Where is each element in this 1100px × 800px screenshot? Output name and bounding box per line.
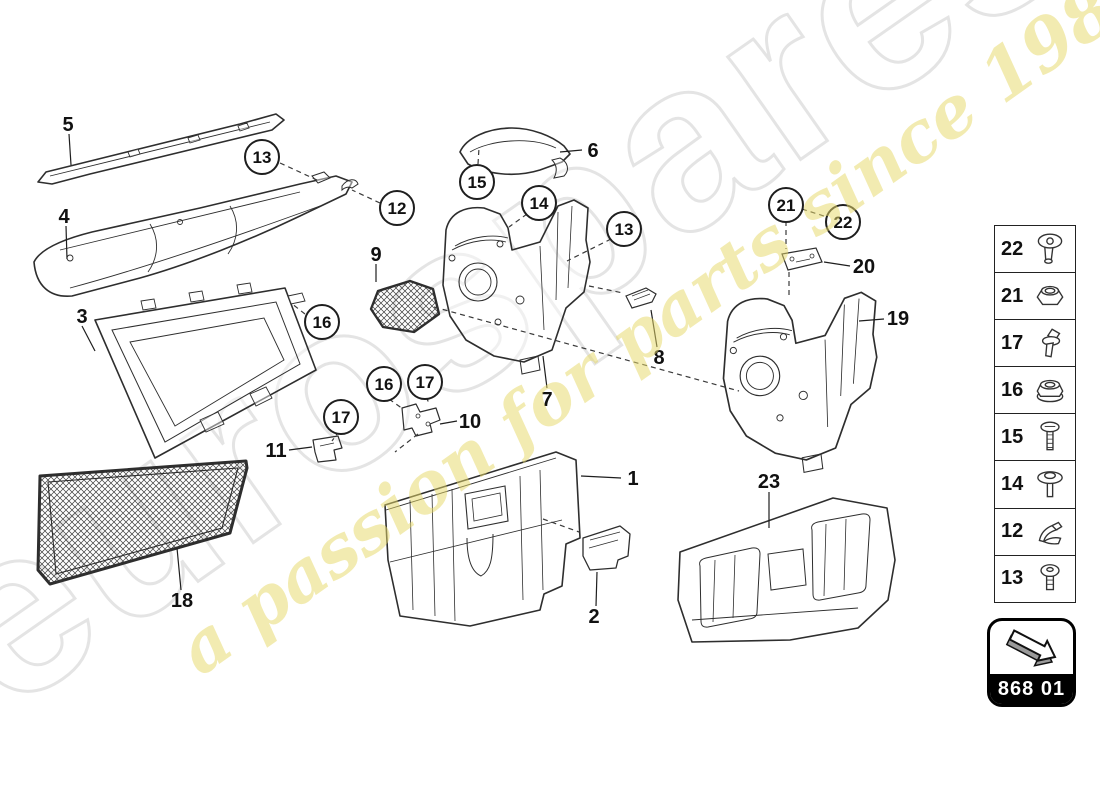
- callout-15[interactable]: 15: [459, 164, 495, 200]
- expander-rivet-icon: [1041, 328, 1061, 358]
- part-9-grille-drawing: [369, 279, 441, 334]
- svg-text:21: 21: [777, 196, 796, 215]
- part-1-drawing: [384, 451, 581, 627]
- svg-text:14: 14: [530, 194, 549, 213]
- part-label-8[interactable]: 8: [653, 347, 664, 369]
- legend-item-17[interactable]: 17: [995, 320, 1075, 368]
- legend-number: 15: [1001, 425, 1024, 448]
- diagram-code-badge: 868 01: [987, 618, 1076, 707]
- callout-12[interactable]: 12: [379, 190, 415, 226]
- part-label-2[interactable]: 2: [588, 606, 599, 628]
- legend-item-16[interactable]: 16: [995, 367, 1075, 415]
- part-2-drawing: [582, 525, 631, 571]
- flange-nut-icon: [1036, 380, 1064, 403]
- svg-text:15: 15: [468, 173, 487, 192]
- spring-clip-icon: [1038, 521, 1063, 545]
- leader-lines: [65, 133, 885, 607]
- legend-number: 17: [1001, 331, 1024, 354]
- legend-number: 22: [1001, 237, 1024, 260]
- svg-text:17: 17: [332, 408, 351, 427]
- part-3-drawing: [94, 282, 317, 459]
- legend-number: 16: [1001, 378, 1024, 401]
- legend-number: 21: [1001, 284, 1024, 307]
- part-label-6[interactable]: 6: [587, 140, 598, 162]
- svg-text:13: 13: [615, 220, 634, 239]
- part-4-drawing: [33, 175, 353, 297]
- svg-text:17: 17: [416, 373, 435, 392]
- direction-arrow-icon: [1005, 629, 1056, 667]
- part-label-10[interactable]: 10: [459, 411, 481, 433]
- part-20-drawing: [781, 247, 823, 271]
- part-7-drawing: [442, 199, 591, 375]
- callout-16-a[interactable]: 16: [304, 304, 340, 340]
- lock-nut-icon: [1036, 285, 1064, 306]
- part-6-drawing: [459, 127, 571, 179]
- part-label-4[interactable]: 4: [58, 206, 70, 228]
- callout-13-b[interactable]: 13: [606, 211, 642, 247]
- part-label-1[interactable]: 1: [627, 468, 638, 490]
- legend-item-22[interactable]: 22: [995, 226, 1075, 274]
- pan-head-screw-icon: [1040, 421, 1060, 451]
- callout-16-b[interactable]: 16: [366, 366, 402, 402]
- callout-17-a[interactable]: 17: [407, 364, 443, 400]
- svg-text:16: 16: [313, 313, 332, 332]
- legend-item-12[interactable]: 12: [995, 509, 1075, 556]
- round-head-screw-icon: [1040, 563, 1060, 590]
- legend-item-14[interactable]: 14: [995, 461, 1075, 509]
- part-label-23[interactable]: 23: [758, 471, 780, 493]
- part-label-3[interactable]: 3: [76, 306, 87, 328]
- part-11-bracket-drawing: [312, 435, 343, 463]
- callout-14[interactable]: 14: [521, 185, 557, 221]
- legend-item-21[interactable]: 21: [995, 273, 1075, 321]
- part-label-7[interactable]: 7: [541, 389, 552, 411]
- svg-text:16: 16: [375, 375, 394, 394]
- part-label-5[interactable]: 5: [62, 114, 73, 136]
- part-label-18[interactable]: 18: [171, 590, 193, 612]
- legend-number: 14: [1001, 473, 1024, 496]
- hardware-legend: 22 21 17: [994, 225, 1076, 603]
- part-label-9[interactable]: 9: [370, 244, 381, 266]
- legend-item-15[interactable]: 15: [995, 414, 1075, 462]
- part-19-drawing: [721, 289, 879, 475]
- part-5-drawing: [37, 113, 285, 185]
- part-10-bracket-drawing: [401, 403, 441, 437]
- callout-21[interactable]: 21: [768, 187, 804, 223]
- countersunk-screw-icon: [1037, 233, 1063, 264]
- legend-item-13[interactable]: 13: [995, 556, 1075, 602]
- part-label-20[interactable]: 20: [853, 256, 875, 278]
- legend-number: 13: [1001, 567, 1024, 590]
- svg-text:12: 12: [388, 199, 407, 218]
- part-label-19[interactable]: 19: [887, 308, 909, 330]
- callout-13-a[interactable]: 13: [244, 139, 280, 175]
- callout-22[interactable]: 22: [825, 204, 861, 240]
- svg-text:13: 13: [253, 148, 272, 167]
- callout-17-b[interactable]: 17: [323, 399, 359, 435]
- part-23-drawing: [677, 497, 896, 643]
- washer-head-screw-icon: [1037, 470, 1063, 497]
- part-label-11[interactable]: 11: [265, 440, 286, 462]
- diagram-code-text: 868 01: [990, 674, 1073, 704]
- legend-number: 12: [1001, 520, 1024, 543]
- svg-text:22: 22: [834, 213, 853, 232]
- part-18-net-drawing: [36, 459, 249, 586]
- part-8-drawing: [625, 287, 657, 309]
